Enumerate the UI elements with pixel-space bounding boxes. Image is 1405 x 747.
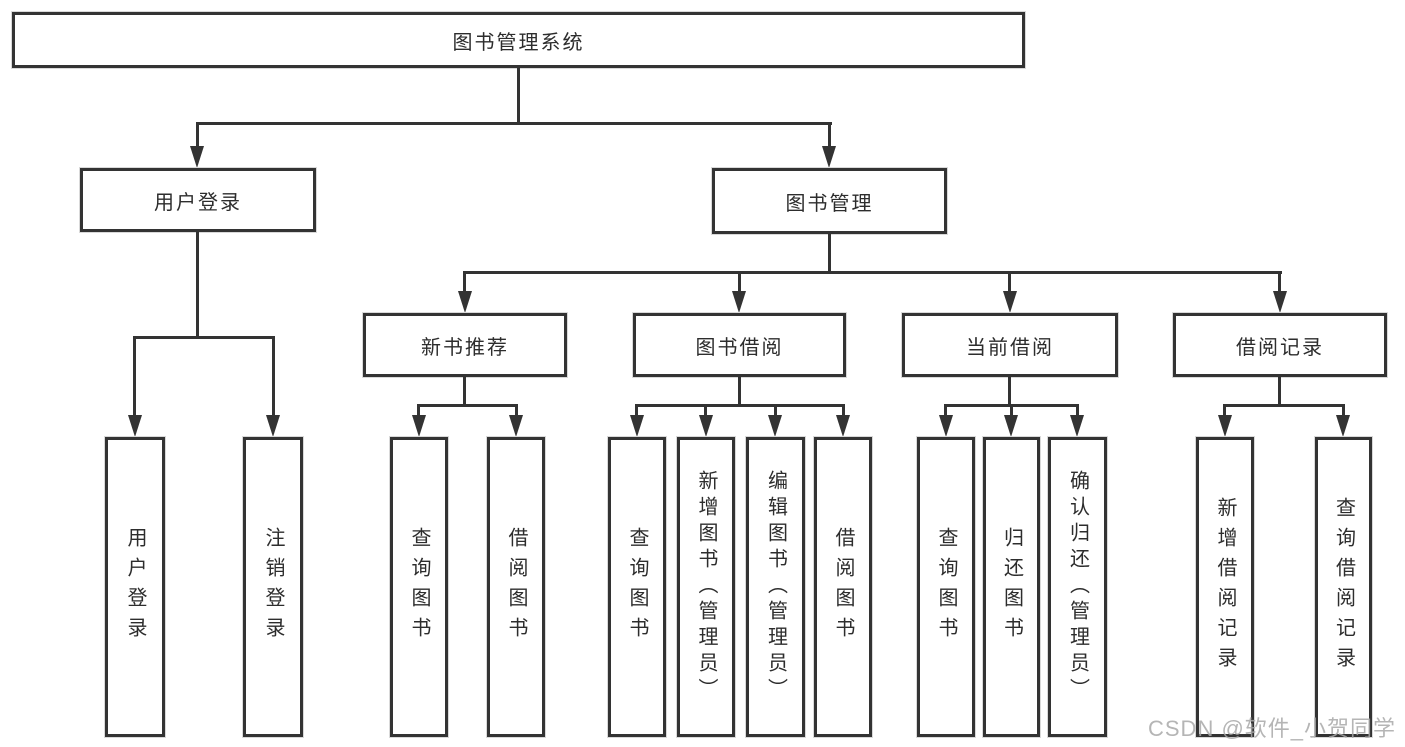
connector-line bbox=[1008, 271, 1011, 295]
connector-line bbox=[463, 271, 466, 295]
node-label: 查询图书 bbox=[408, 527, 430, 647]
arrowhead-down-icon bbox=[190, 146, 204, 168]
arrowhead-down-icon bbox=[822, 146, 836, 168]
connector-line bbox=[1223, 404, 1226, 419]
node-label: 借阅图书 bbox=[832, 527, 854, 647]
node-library-management-system: 图书管理系统 bbox=[12, 12, 1025, 68]
node-user-login: 用户登录 bbox=[80, 168, 316, 232]
node-current-borrowing: 当前借阅 bbox=[902, 313, 1118, 377]
arrowhead-down-icon bbox=[1003, 291, 1017, 313]
node-label: 用户登录 bbox=[154, 191, 242, 214]
node-label: 编辑图书（管理员） bbox=[764, 470, 787, 704]
arrowhead-down-icon bbox=[128, 415, 142, 437]
leaf-borrow-books-recommend: 借阅图书 bbox=[487, 437, 545, 737]
connector-line bbox=[1010, 404, 1013, 419]
node-label: 图书借阅 bbox=[695, 336, 784, 359]
connector-line bbox=[133, 336, 136, 419]
node-label: 用户登录 bbox=[124, 527, 146, 647]
leaf-borrow-books-borrowing: 借阅图书 bbox=[814, 437, 872, 737]
arrowhead-down-icon bbox=[732, 291, 746, 313]
leaf-query-books-recommend: 查询图书 bbox=[390, 437, 448, 737]
leaf-query-books-current: 查询图书 bbox=[917, 437, 975, 737]
node-label: 归还图书 bbox=[1000, 527, 1023, 647]
connector-line bbox=[417, 404, 420, 419]
connector-line bbox=[1076, 404, 1079, 419]
connector-line bbox=[517, 68, 520, 125]
leaf-add-books-admin: 新增图书（管理员） bbox=[677, 437, 735, 737]
connector-line bbox=[842, 404, 845, 419]
node-borrowing-records: 借阅记录 bbox=[1173, 313, 1387, 377]
connector-line bbox=[1278, 271, 1281, 295]
node-label: 查询图书 bbox=[626, 527, 648, 647]
connector-line bbox=[196, 122, 199, 150]
arrowhead-down-icon bbox=[458, 291, 472, 313]
connector-line bbox=[464, 271, 1282, 274]
leaf-user-login: 用户登录 bbox=[105, 437, 165, 737]
node-label: 图书管理系统 bbox=[452, 31, 585, 54]
arrowhead-down-icon bbox=[630, 415, 644, 437]
leaf-query-borrow-record: 查询借阅记录 bbox=[1315, 437, 1372, 737]
leaf-edit-books-admin: 编辑图书（管理员） bbox=[746, 437, 805, 737]
connector-line bbox=[1278, 377, 1281, 407]
connector-line bbox=[133, 336, 275, 339]
arrowhead-down-icon bbox=[1336, 415, 1350, 437]
node-book-borrowing: 图书借阅 bbox=[633, 313, 846, 377]
connector-line bbox=[635, 404, 845, 407]
connector-line bbox=[1342, 404, 1345, 419]
node-label: 新增借阅记录 bbox=[1214, 497, 1236, 677]
node-label: 确认归还（管理员） bbox=[1066, 470, 1089, 704]
node-label: 图书管理 bbox=[785, 192, 874, 215]
csdn-watermark: CSDN @软件_小贺同学 bbox=[1148, 716, 1397, 741]
connector-line bbox=[828, 234, 831, 274]
arrowhead-down-icon bbox=[768, 415, 782, 437]
connector-line bbox=[828, 122, 831, 150]
node-label: 借阅图书 bbox=[505, 527, 527, 647]
arrowhead-down-icon bbox=[266, 415, 280, 437]
connector-line bbox=[704, 404, 707, 419]
arrowhead-down-icon bbox=[836, 415, 850, 437]
connector-line bbox=[196, 122, 832, 125]
node-label: 注销登录 bbox=[262, 527, 284, 647]
connector-line bbox=[738, 271, 741, 295]
leaf-return-books: 归还图书 bbox=[983, 437, 1040, 737]
leaf-query-books-borrowing: 查询图书 bbox=[608, 437, 666, 737]
node-label: 当前借阅 bbox=[966, 336, 1054, 359]
arrowhead-down-icon bbox=[412, 415, 426, 437]
node-new-book-recommendation: 新书推荐 bbox=[363, 313, 567, 377]
arrowhead-down-icon bbox=[1004, 415, 1018, 437]
arrowhead-down-icon bbox=[509, 415, 523, 437]
connector-line bbox=[417, 404, 518, 407]
node-label: 查询图书 bbox=[935, 527, 957, 647]
connector-line bbox=[774, 404, 777, 419]
connector-line bbox=[463, 377, 466, 407]
node-label: 查询借阅记录 bbox=[1332, 497, 1355, 677]
connector-line bbox=[196, 232, 199, 339]
connector-line bbox=[738, 377, 741, 407]
connector-line bbox=[515, 404, 518, 419]
arrowhead-down-icon bbox=[1070, 415, 1084, 437]
node-label: 新增图书（管理员） bbox=[695, 470, 717, 704]
node-label: 新书推荐 bbox=[421, 336, 509, 359]
leaf-confirm-return-admin: 确认归还（管理员） bbox=[1048, 437, 1107, 737]
arrowhead-down-icon bbox=[939, 415, 953, 437]
connector-line bbox=[1008, 377, 1011, 407]
node-label: 借阅记录 bbox=[1236, 336, 1324, 359]
arrowhead-down-icon bbox=[1273, 291, 1287, 313]
connector-line bbox=[1223, 404, 1344, 407]
arrowhead-down-icon bbox=[1218, 415, 1232, 437]
arrowhead-down-icon bbox=[699, 415, 713, 437]
connector-line bbox=[272, 336, 275, 419]
leaf-logout: 注销登录 bbox=[243, 437, 303, 737]
connector-line bbox=[635, 404, 638, 419]
node-book-management: 图书管理 bbox=[712, 168, 947, 234]
connector-line bbox=[944, 404, 947, 419]
leaf-add-borrow-record: 新增借阅记录 bbox=[1196, 437, 1254, 737]
